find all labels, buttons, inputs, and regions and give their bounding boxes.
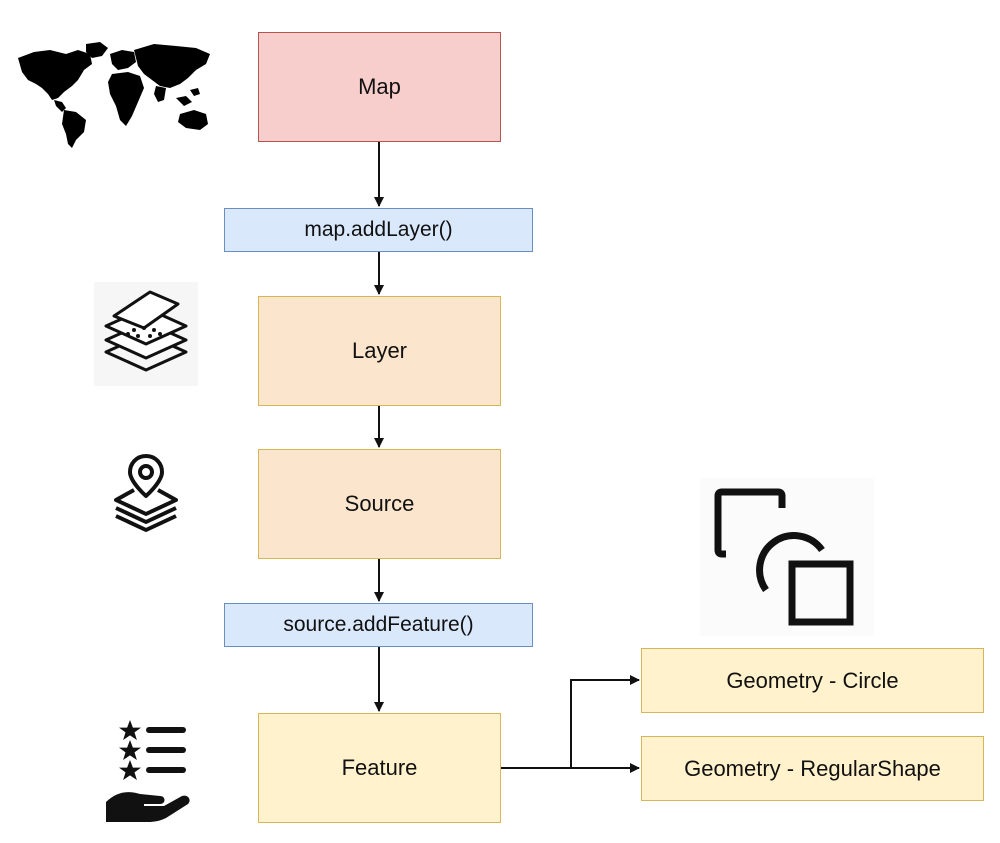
feature-node-label: Feature <box>341 755 418 780</box>
layers-icon <box>94 282 198 386</box>
map-pin-layers-icon <box>114 454 178 532</box>
rated-list-hand-icon <box>106 720 190 822</box>
geometry-regularshape-node: Geometry - RegularShape <box>641 736 984 801</box>
world-map-icon <box>18 42 210 148</box>
edge-feature-to-circle <box>501 675 640 769</box>
map-node-label: Map <box>358 74 401 99</box>
add-layer-call-node: map.addLayer() <box>224 208 533 252</box>
source-node: Source <box>258 449 501 559</box>
layer-node-label: Layer <box>351 338 408 363</box>
add-feature-call-label: source.addFeature() <box>283 613 474 636</box>
source-node-label: Source <box>344 491 415 516</box>
geometry-circle-node: Geometry - Circle <box>641 648 984 713</box>
feature-node: Feature <box>258 713 501 823</box>
map-node: Map <box>258 32 501 142</box>
shapes-icon <box>700 478 874 636</box>
layer-node: Layer <box>258 296 501 406</box>
add-layer-call-label: map.addLayer() <box>304 218 453 241</box>
geometry-regularshape-label: Geometry - RegularShape <box>684 755 941 781</box>
geometry-circle-label: Geometry - Circle <box>726 667 899 693</box>
add-feature-call-node: source.addFeature() <box>224 603 533 647</box>
